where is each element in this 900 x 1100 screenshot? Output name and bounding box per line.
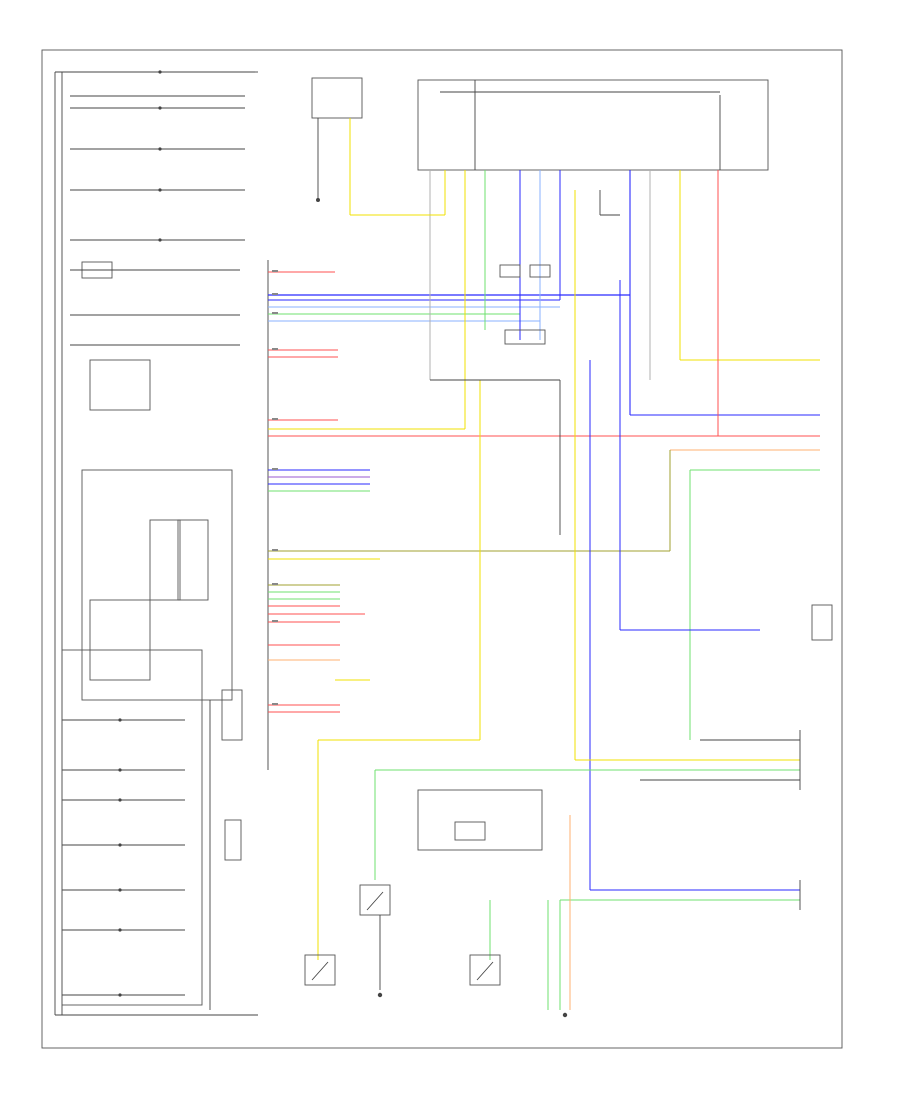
ground-symbol-b (529, 264, 551, 278)
control-unit-box (417, 789, 543, 851)
colored-wires (268, 170, 820, 1010)
speed-sensor-box (81, 469, 233, 701)
center-components (417, 264, 833, 910)
gauge-assembly (54, 70, 258, 1016)
ground-symbol-a (499, 264, 521, 278)
inner-gauge-box (89, 599, 151, 681)
right-connector-a (811, 604, 833, 641)
bottom-switches (304, 884, 568, 1018)
control-unit-ic (454, 821, 486, 841)
pin-tick-marks (272, 270, 278, 705)
switch-brake-fluid (359, 884, 391, 916)
indicator-rows-top (70, 70, 245, 242)
relay-box (311, 77, 363, 119)
switch-oil-pressure (304, 954, 336, 986)
center-connector (504, 329, 546, 345)
cluster-ic-box-2 (177, 519, 209, 601)
abs-module-box (89, 359, 151, 411)
diagram-border (41, 49, 843, 1049)
gauge-lower-enclosure (61, 649, 203, 1006)
fuse-relay-area (311, 77, 769, 215)
cluster-ic-box (149, 519, 181, 601)
dimmer-switch (221, 689, 243, 741)
junction-block (417, 79, 769, 171)
switch-parking-brake (469, 954, 501, 986)
rheostat (224, 819, 242, 861)
